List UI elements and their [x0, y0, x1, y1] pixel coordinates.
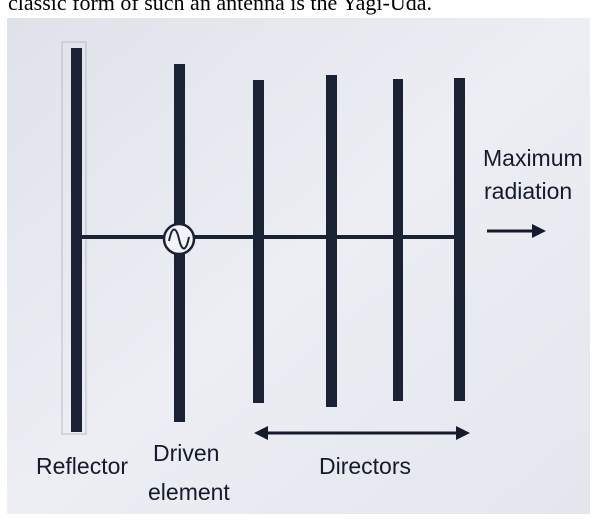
- reflector-element: [71, 48, 82, 432]
- photo-background: [7, 18, 590, 514]
- caption-text: classic form of such an antenna is the Y…: [8, 0, 433, 15]
- director-element-4: [454, 78, 465, 401]
- reflector-label: Reflector: [36, 453, 128, 479]
- director-element-1: [253, 80, 264, 403]
- directors-label: Directors: [319, 453, 411, 479]
- driven-label: Driven: [153, 440, 219, 466]
- director-element-3: [393, 79, 403, 401]
- director-element-2: [326, 75, 337, 407]
- double-headed-arrow-icon: [254, 426, 470, 440]
- element-label: element: [148, 479, 230, 505]
- maximum-label: Maximum: [483, 145, 583, 171]
- right-arrow-icon: [487, 224, 546, 238]
- sine-wave-source-icon: [162, 222, 196, 256]
- radiation-label: radiation: [484, 178, 572, 204]
